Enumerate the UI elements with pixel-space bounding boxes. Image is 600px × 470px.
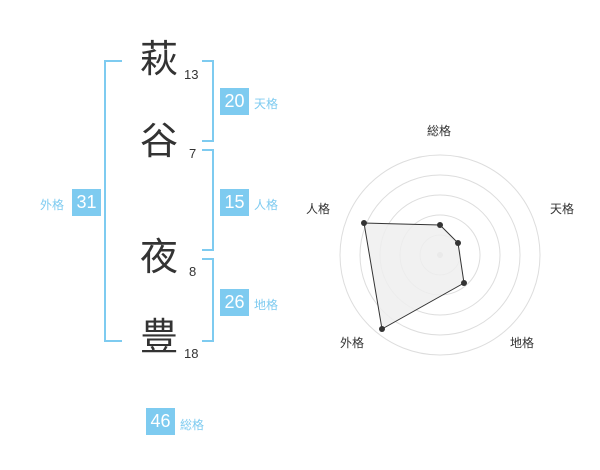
tenkaku-badge: 20 [220, 88, 249, 115]
gaikaku-label: 外格 [40, 198, 65, 212]
chikaku-bracket [202, 258, 214, 342]
radar-point-soukaku [437, 222, 443, 228]
surname-char-1: 萩 [140, 37, 179, 81]
stroke-count-2: 7 [189, 146, 197, 161]
radar-area [363, 222, 465, 330]
given-char-1: 夜 [140, 235, 179, 279]
jinkaku-bracket [202, 149, 214, 251]
radar-label-tenkaku: 天格 [550, 201, 574, 216]
gaikaku-badge: 31 [72, 189, 101, 216]
chikaku-badge: 26 [220, 289, 249, 316]
soukaku-badge: 46 [146, 408, 175, 435]
radar-label-gaikaku: 外格 [340, 335, 364, 350]
jinkaku-label: 人格 [254, 198, 279, 212]
fortune-radar-chart: 総格 天格 地格 外格 人格 [306, 123, 574, 356]
tenkaku-label: 天格 [254, 97, 279, 111]
radar-label-soukaku: 総格 [427, 123, 451, 138]
radar-point-jinkaku [361, 220, 367, 226]
gaikaku-bracket [104, 60, 122, 342]
chikaku-label: 地格 [254, 298, 279, 312]
radar-label-chikaku: 地格 [510, 335, 534, 350]
radar-point-gaikaku [379, 326, 385, 332]
given-char-2: 豊 [140, 315, 179, 359]
stroke-count-1: 13 [184, 67, 199, 82]
stroke-count-4: 18 [184, 346, 199, 361]
radar-label-jinkaku: 人格 [306, 201, 330, 216]
soukaku-label: 総格 [180, 418, 205, 432]
stroke-count-3: 8 [189, 264, 197, 279]
radar-ring-4 [359, 174, 521, 336]
tenkaku-bracket [202, 60, 214, 142]
surname-char-2: 谷 [140, 119, 179, 163]
radar-point-tenkaku [455, 240, 461, 246]
radar-point-chikaku [461, 280, 467, 286]
jinkaku-badge: 15 [220, 189, 249, 216]
radar-ring-5 [339, 154, 541, 356]
